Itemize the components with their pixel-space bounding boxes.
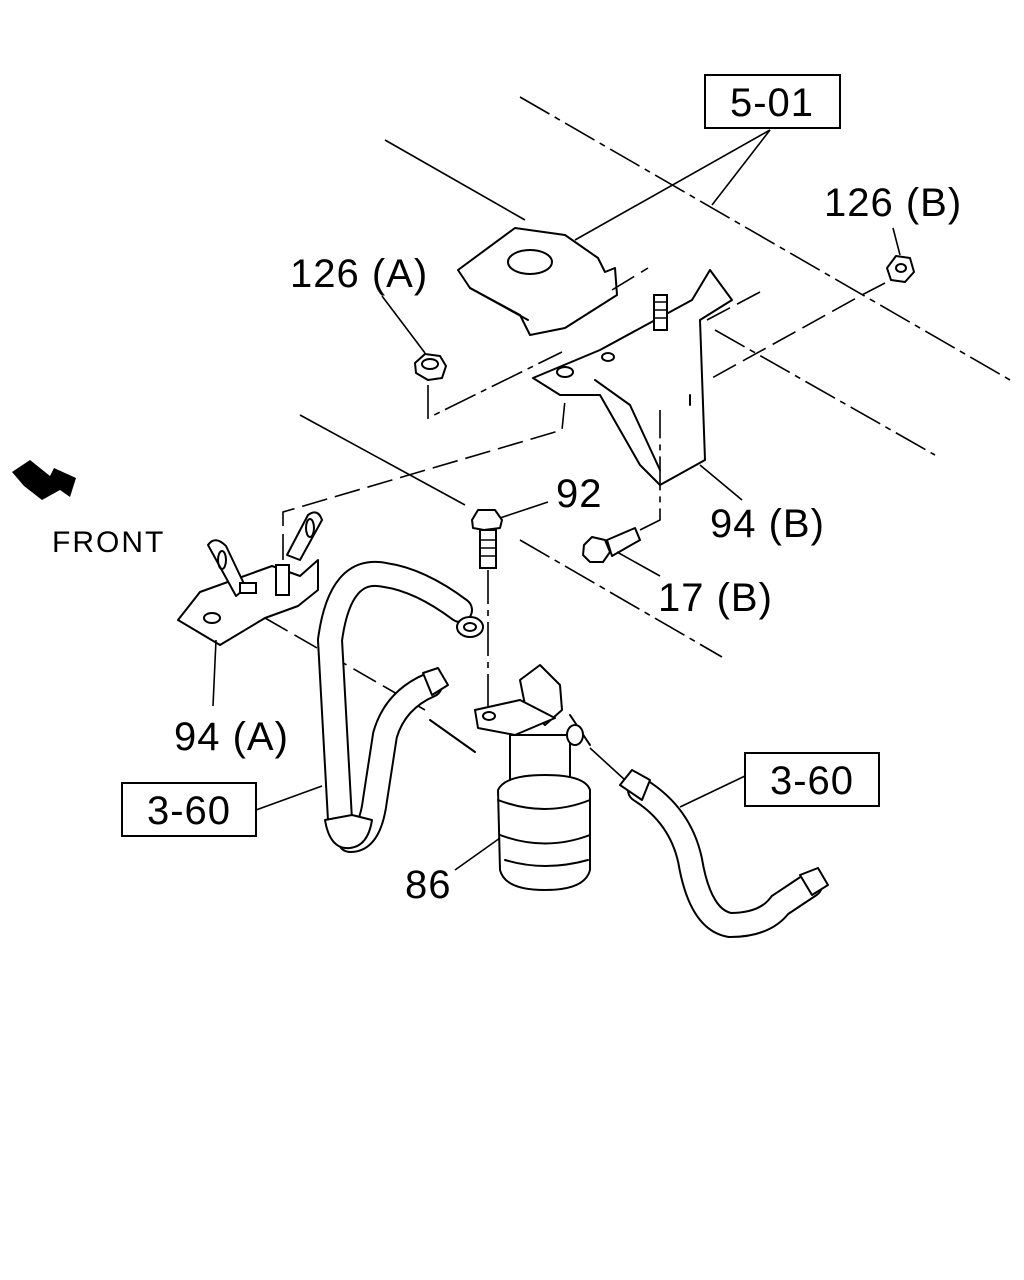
front-indicator: FRONT bbox=[12, 460, 165, 559]
ref-box-5-01[interactable]: 5-01 bbox=[574, 74, 841, 241]
ref-label-3-60-right: 3-60 bbox=[770, 759, 854, 803]
label-126b: 126 (B) bbox=[824, 181, 962, 225]
label-92: 92 bbox=[556, 472, 603, 516]
bolt-17b bbox=[582, 410, 661, 577]
nut-126b bbox=[711, 227, 915, 379]
nut-126a bbox=[381, 295, 563, 420]
label-17b: 17 (B) bbox=[658, 576, 773, 620]
ref-label-3-60-left: 3-60 bbox=[147, 789, 231, 833]
front-label: FRONT bbox=[52, 526, 165, 559]
bolt-92 bbox=[471, 501, 549, 715]
ref-label-5-01: 5-01 bbox=[730, 81, 814, 125]
bracket-94a bbox=[177, 399, 566, 711]
rail-bracket bbox=[457, 227, 649, 336]
fuel-filter-86 bbox=[429, 664, 591, 891]
label-94b: 94 (B) bbox=[710, 502, 825, 546]
label-94a: 94 (A) bbox=[174, 715, 289, 759]
hose-right bbox=[589, 747, 829, 939]
ref-box-3-60-right[interactable]: 3-60 bbox=[744, 752, 880, 807]
front-arrow-icon bbox=[12, 460, 76, 500]
label-86: 86 bbox=[405, 863, 452, 907]
ref-box-3-60-left[interactable]: 3-60 bbox=[121, 782, 323, 837]
bracket-94b bbox=[532, 269, 761, 486]
hose-left bbox=[316, 560, 484, 853]
label-126a: 126 (A) bbox=[290, 252, 428, 296]
frame-rails bbox=[299, 96, 1011, 658]
